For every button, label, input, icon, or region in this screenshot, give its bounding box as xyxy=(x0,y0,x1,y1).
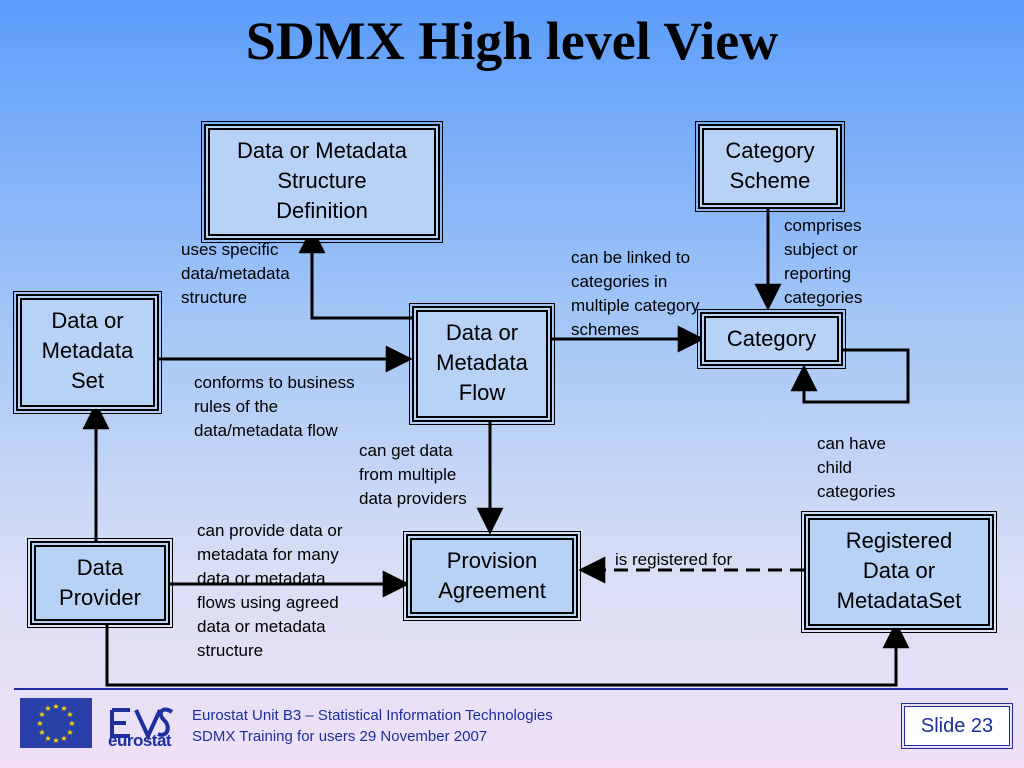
label-conforms: conforms to business rules of the data/m… xyxy=(194,373,355,440)
label-uses-structure: uses specific data/metadata structure xyxy=(181,240,290,307)
node-category-label: Category xyxy=(726,326,817,351)
svg-text:★: ★ xyxy=(52,736,59,745)
footer-line-2: SDMX Training for users 29 November 2007 xyxy=(192,728,488,745)
label-multiple-providers: can get data from multiple data provider… xyxy=(359,441,467,508)
edge-provider-to-registered xyxy=(105,617,910,687)
label-registered-for: is registered for xyxy=(615,550,733,569)
node-category-scheme-label: Category Scheme xyxy=(725,138,815,193)
svg-text:★: ★ xyxy=(38,728,45,737)
svg-text:★: ★ xyxy=(60,704,67,713)
edge-category-self-loop xyxy=(790,348,910,404)
eurostat-wordmark: eurostat xyxy=(108,731,172,750)
eurostat-logo-icon xyxy=(110,707,174,741)
node-category-scheme: Category Scheme xyxy=(695,121,845,212)
svg-text:★: ★ xyxy=(44,704,51,713)
svg-text:★: ★ xyxy=(38,710,45,719)
slide-number: Slide 23 xyxy=(901,703,1013,749)
eu-flag-logo: ★ ★ ★ ★ ★ ★ ★ ★ ★ ★ ★ ★ xyxy=(20,698,92,748)
node-provision-agreement: Provision Agreement xyxy=(403,531,581,621)
footer-text: Eurostat Unit B3 – Statistical Informati… xyxy=(192,705,553,747)
label-comprises: comprises subject or reporting categorie… xyxy=(784,216,863,307)
svg-text:★: ★ xyxy=(60,734,67,743)
node-flow-label: Data or Metadata Flow xyxy=(436,320,528,405)
node-flow: Data or Metadata Flow xyxy=(409,303,555,425)
node-provision-agreement-label: Provision Agreement xyxy=(438,548,546,603)
svg-text:★: ★ xyxy=(36,719,43,728)
node-registered-set-label: Registered Data or MetadataSet xyxy=(836,528,962,613)
footer-divider xyxy=(14,688,1008,690)
node-data-set-label: Data or Metadata Set xyxy=(41,308,134,393)
svg-text:★: ★ xyxy=(68,719,75,728)
svg-text:★: ★ xyxy=(66,710,73,719)
node-structure-definition: Data or Metadata Structure Definition xyxy=(201,121,443,243)
svg-text:★: ★ xyxy=(66,728,73,737)
node-data-set: Data or Metadata Set xyxy=(13,291,162,414)
label-linked-categories: can be linked to categories in multiple … xyxy=(571,248,700,339)
svg-text:★: ★ xyxy=(52,702,59,711)
footer-line-1: Eurostat Unit B3 – Statistical Informati… xyxy=(192,707,553,724)
label-provide-data: can provide data or metadata for many da… xyxy=(197,521,343,660)
node-registered-set: Registered Data or MetadataSet xyxy=(801,511,997,633)
node-structure-definition-label: Data or Metadata Structure Definition xyxy=(237,138,407,223)
svg-text:★: ★ xyxy=(44,734,51,743)
node-category: Category xyxy=(697,309,846,369)
label-child-categories: can have child categories xyxy=(817,434,896,501)
node-data-provider: Data Provider xyxy=(27,538,173,628)
eu-stars-icon: ★ ★ ★ ★ ★ ★ ★ ★ ★ ★ ★ ★ xyxy=(36,702,75,745)
slide-title: SDMX High level View xyxy=(245,11,779,71)
edge-flow-to-structure xyxy=(298,226,412,320)
node-data-provider-label: Data Provider xyxy=(59,555,141,610)
